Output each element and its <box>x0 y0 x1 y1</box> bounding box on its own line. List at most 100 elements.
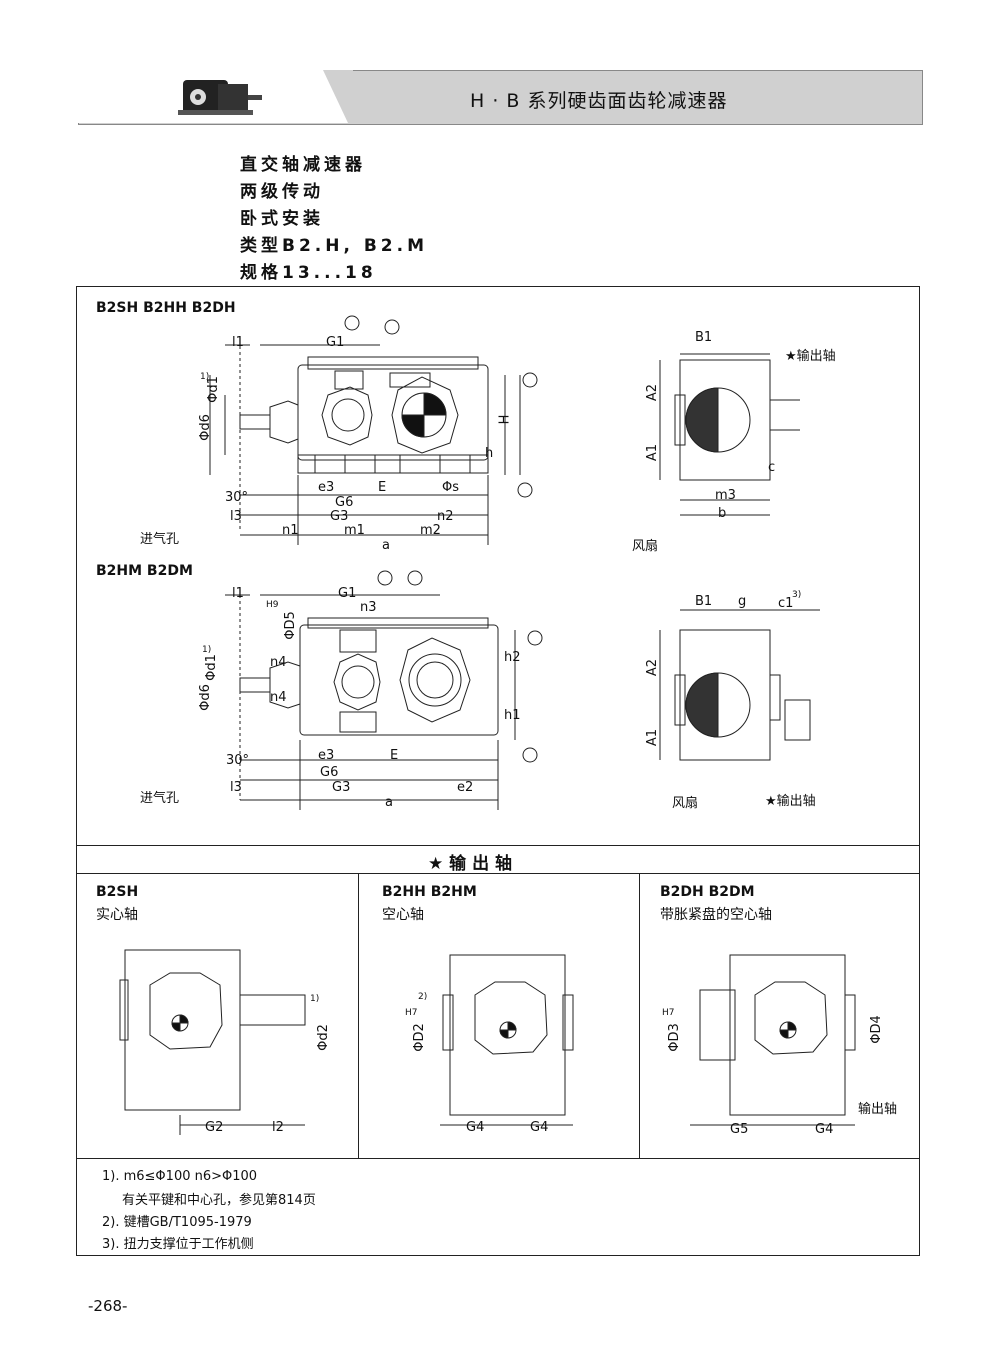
col3-sub: 带胀紧盘的空心轴 <box>660 907 772 923</box>
side-b1: B1 <box>695 330 713 345</box>
col1-sub: 实心轴 <box>96 907 138 923</box>
output-shaft-title: ★ 输 出 轴 <box>428 854 512 874</box>
dim-d6: Φd6 <box>197 414 213 441</box>
divider <box>76 873 920 874</box>
col1-drawing <box>119 949 306 1135</box>
side2-a1: A1 <box>645 728 661 747</box>
dim2-n4a: n4 <box>270 655 287 670</box>
col2-drawing <box>440 954 574 1126</box>
dim2-l1: l1 <box>232 586 244 601</box>
dim-n1: n1 <box>282 523 299 538</box>
inlet-label: 进气孔 <box>140 532 180 547</box>
col3-h7: H7 <box>662 1008 675 1018</box>
note-1: 1). m6≤Φ100 n6>Φ100 <box>102 1169 258 1184</box>
intro-line-4: 类型B2.H, B2.M <box>240 236 429 256</box>
dim2-g1: G1 <box>338 586 357 601</box>
side2-a2: A2 <box>645 658 661 677</box>
intro-line-1: 直交轴减速器 <box>240 155 366 175</box>
dim-e: E <box>378 480 387 495</box>
page-title: H · B 系列硬齿面齿轮减速器 <box>470 90 728 112</box>
dim-m1: m1 <box>344 523 365 538</box>
dim-g1: G1 <box>326 335 345 350</box>
section2-front-drawing <box>225 570 543 810</box>
col2-g4a: G4 <box>466 1120 485 1135</box>
dim2-g3: G3 <box>332 780 351 795</box>
dim2-e3: e3 <box>318 748 335 763</box>
col1-d2-note: 1) <box>310 994 320 1004</box>
dim2-angle: 30° <box>226 753 250 768</box>
col3-g5: G5 <box>730 1122 749 1137</box>
dim-angle: 30° <box>225 490 249 505</box>
col1-name: B2SH <box>96 884 139 900</box>
note-3: 3). 扭力支撑位于工作机侧 <box>102 1237 254 1252</box>
dim2-n4b: n4 <box>270 690 287 705</box>
side2-g: g <box>738 594 747 609</box>
side2-fan: 风扇 <box>672 796 699 811</box>
dim2-d6: Φd6 <box>197 684 213 711</box>
side-b: b <box>718 506 727 521</box>
section2-side-drawing <box>659 609 820 761</box>
col2-sub: 空心轴 <box>382 907 424 923</box>
dim-n2: n2 <box>437 509 454 524</box>
dim-s: Φs <box>442 480 460 495</box>
col3-d3: ΦD3 <box>666 1023 682 1052</box>
divider <box>358 873 359 1158</box>
dim-h: h <box>485 446 494 461</box>
section1-side-drawing <box>659 353 800 516</box>
intro-line-3: 卧式安装 <box>240 209 324 229</box>
dim2-a: a <box>385 795 393 810</box>
dim-m2: m2 <box>420 523 441 538</box>
intro-line-5: 规格13...18 <box>240 263 377 283</box>
side-fan: 风扇 <box>632 539 659 554</box>
page-number: -268- <box>88 1297 128 1315</box>
section1-title: B2SH B2HH B2DH <box>96 300 236 316</box>
drawing-frame <box>76 286 920 1256</box>
dim-a: a <box>382 538 390 553</box>
dim2-g6: G6 <box>320 765 339 780</box>
side2-output: ★输出轴 <box>765 794 816 809</box>
dim2-d1: Φd1 <box>203 654 219 681</box>
divider <box>76 1158 920 1159</box>
col2-note: 2) <box>418 992 428 1002</box>
col2-h7: H7 <box>405 1008 418 1018</box>
side2-b1: B1 <box>695 594 713 609</box>
dim2-n3: n3 <box>360 600 377 615</box>
note-2: 2). 键槽GB/T1095-1979 <box>102 1215 252 1230</box>
dim2-e: E <box>390 748 399 763</box>
section2-title: B2HM B2DM <box>96 563 193 579</box>
col2-d2: ΦD2 <box>411 1023 427 1052</box>
dim2-l3: l3 <box>230 780 242 795</box>
header-photo <box>78 70 353 123</box>
dim2-e2: e2 <box>457 780 474 795</box>
side2-c1-note: 3) <box>792 590 802 600</box>
col2-g4b: G4 <box>530 1120 549 1135</box>
side-a2: A2 <box>645 383 661 402</box>
dim2-d1-note: 1) <box>202 645 212 655</box>
col3-output: 输出轴 <box>858 1102 898 1117</box>
divider <box>639 873 640 1158</box>
dim-g6: G6 <box>335 495 354 510</box>
dim2-h2: h2 <box>504 650 521 665</box>
side-a1: A1 <box>645 443 661 462</box>
gearbox-photo-icon <box>178 70 353 123</box>
col2-name: B2HH B2HM <box>382 884 477 900</box>
dim2-h9: H9 <box>266 600 279 610</box>
side-m3: m3 <box>715 488 736 503</box>
col3-g4: G4 <box>815 1122 834 1137</box>
inlet-label-2: 进气孔 <box>140 791 180 806</box>
intro-line-2: 两级传动 <box>240 182 324 202</box>
side-output: ★输出轴 <box>785 349 836 364</box>
dim-l1: l1 <box>232 335 244 350</box>
section1-front-drawing <box>209 315 538 545</box>
divider <box>76 845 920 846</box>
col3-drawing <box>690 954 856 1126</box>
side-c: c <box>768 460 776 475</box>
dim2-h1: h1 <box>504 708 521 723</box>
dim-d1-note: 1) <box>200 372 210 382</box>
dim-h-big: H <box>497 414 513 425</box>
col3-d4: ΦD4 <box>868 1015 884 1044</box>
col1-d2: Φd2 <box>315 1024 331 1051</box>
side2-c1: c1 <box>778 596 794 611</box>
col3-name: B2DH B2DM <box>660 884 755 900</box>
dim-l3: l3 <box>230 509 242 524</box>
